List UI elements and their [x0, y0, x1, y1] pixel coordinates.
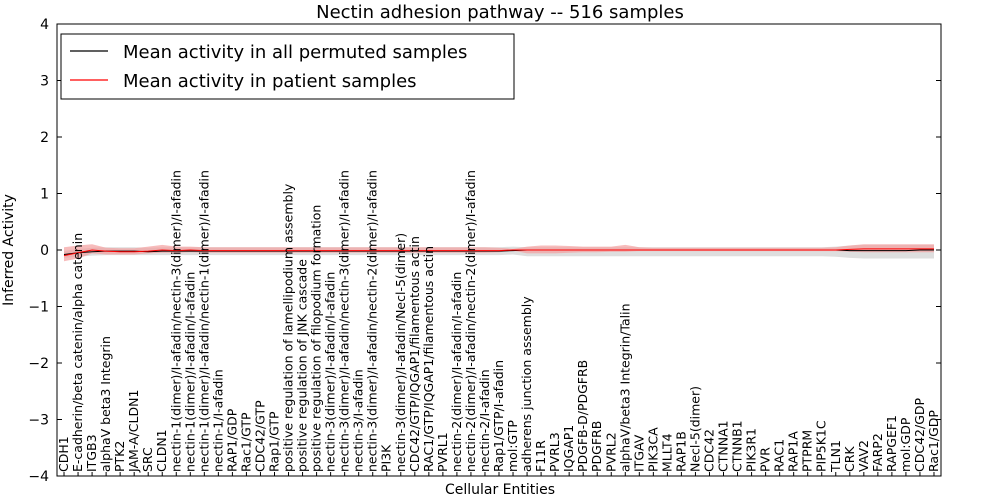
x-tick-label: MLLT4 [659, 433, 674, 472]
y-tick-label: −3 [28, 413, 49, 429]
x-tick-label: Rap1/GTP [267, 411, 282, 472]
x-tick-label: CTNNB1 [730, 420, 745, 472]
x-tick-label: alphaV/beta3 Integrin/Talin [617, 304, 632, 473]
y-tick-label: 1 [40, 187, 49, 203]
x-tick-label: PTK2 [112, 441, 127, 472]
y-tick-label: 4 [40, 17, 49, 33]
x-tick-label: PIP5K1C [814, 420, 829, 472]
x-tick-label: CDC42/GTP/IQGAP1/filamentous actin [407, 236, 422, 472]
x-tick-label: PVRL2 [603, 432, 618, 472]
x-tick-label: nectin-1(dimer)/I-afadin/nectin-3(dimer)… [168, 170, 183, 472]
x-tick-label: RAP1A [786, 431, 801, 472]
x-tick-label: CDC42/GTP [253, 400, 268, 472]
x-tick-label: positive regulation of filopodium format… [309, 205, 324, 472]
x-tick-label: JAM-A/CLDN1 [126, 390, 141, 473]
x-tick-label: FARP2 [870, 433, 885, 472]
x-tick-label: CDH1 [56, 436, 71, 472]
x-tick-label: ITGAV [631, 434, 646, 472]
x-tick-label: PDGFB-D/PDGFRB [575, 360, 590, 472]
x-tick-label: PTPRM [800, 430, 815, 472]
x-tick-label: PVRL1 [435, 432, 450, 472]
legend-label-patient: Mean activity in patient samples [123, 71, 417, 92]
chart-title: Nectin adhesion pathway -- 516 samples [316, 2, 684, 23]
x-tick-label: adherens junction assembly [519, 296, 534, 472]
x-tick-label: nectin-3(dimer)/I-afadin/nectin-2(dimer)… [365, 170, 380, 472]
plot-frame [56, 23, 942, 477]
x-tick-label: nectin-3(dimer)/I-afadin/nectin-3(dimer)… [337, 170, 352, 472]
legend-label-permuted: Mean activity in all permuted samples [123, 42, 467, 63]
x-tick-label: nectin-2/I-afadin [477, 369, 492, 472]
x-tick-label: PVR [758, 447, 773, 472]
x-tick-label: RAP1B [673, 431, 688, 472]
y-axis-ticks: 4 3 2 1 0 −1 −2 −3 −4 [28, 17, 941, 485]
x-tick-label: F11R [533, 440, 548, 472]
series-lines [63, 248, 934, 257]
x-tick-label: nectin-2(dimer)/I-afadin/I-afadin [449, 272, 464, 472]
confidence-bands [64, 244, 934, 262]
x-tick-label: PDGFRB [589, 421, 604, 472]
x-tick-label: CLDN1 [154, 429, 169, 472]
x-tick-label: CDC42 [702, 429, 717, 472]
x-tick-label: nectin-1(dimer)/I-afadin/I-afadin [182, 272, 197, 472]
y-tick-label: 2 [40, 130, 49, 146]
x-tick-label: E-cadherin/beta catenin/alpha catenin [70, 233, 85, 472]
x-tick-label: nectin-2(dimer)/I-afadin/nectin-2(dimer)… [463, 170, 478, 472]
x-tick-label: SRC [140, 447, 155, 472]
x-tick-label: Rac1/GTP [238, 412, 253, 472]
legend-box [60, 33, 515, 100]
x-tick-label: RAC1/GTP/IQGAP1/filamentous actin [421, 246, 436, 472]
x-tick-label: nectin-1(dimer)/I-afadin/nectin-1(dimer)… [196, 170, 211, 472]
x-tick-label: Rap1/GTP/I-afadin [491, 360, 506, 472]
x-tick-label: CDC42/GDP [912, 397, 927, 472]
y-tick-label: −4 [28, 469, 49, 485]
x-tick-label: positive regulation of lamellipodium ass… [281, 183, 296, 472]
x-tick-label: positive regulation of JNK cascade [295, 259, 310, 472]
x-tick-label: nectin-1/I-afadin [210, 369, 225, 472]
patient-band [64, 244, 934, 262]
x-tick-label: alphaV beta3 Integrin [98, 336, 113, 472]
x-tick-label: TLN1 [828, 440, 843, 473]
x-tick-label: mol:GDP [898, 417, 913, 472]
patient-mean-line [63, 248, 934, 257]
x-tick-label: PIK3R1 [744, 428, 759, 472]
y-tick-label: −1 [28, 300, 49, 316]
x-tick-label: mol:GTP [505, 420, 520, 472]
x-tick-label: RAP1/GDP [224, 408, 239, 472]
x-axis-label: Cellular Entities [445, 482, 555, 498]
x-tick-label: Necl-5(dimer) [687, 386, 702, 472]
x-tick-label: PIK3CA [645, 427, 660, 472]
y-tick-label: 3 [40, 74, 49, 90]
x-tick-label: Rac1/GDP [926, 410, 941, 472]
x-tick-label: CTNNA1 [716, 420, 731, 472]
y-tick-label: −2 [28, 356, 49, 372]
x-tick-label: CRK [842, 446, 857, 472]
x-tick-label: nectin-3(dimer)/I-afadin/I-afadin [323, 272, 338, 472]
x-tick-label: IQGAP1 [561, 425, 576, 472]
x-tick-label: RAPGEF1 [884, 415, 899, 472]
x-tick-label: nectin-3(dimer)/I-afadin/Necl-5(dimer) [393, 233, 408, 472]
x-tick-label: RAC1 [772, 439, 787, 472]
x-tick-label: nectin-3/I-afadin [351, 369, 366, 472]
legend: Mean activity in all permuted samples Me… [60, 33, 515, 100]
y-axis-label: Inferred Activity [1, 194, 17, 306]
x-tick-label: PVRL3 [547, 432, 562, 472]
y-tick-label: 0 [40, 243, 49, 259]
x-tick-label: VAV2 [856, 440, 871, 472]
x-tick-label: PI3K [379, 444, 394, 472]
x-tick-label: ITGB3 [84, 434, 99, 472]
